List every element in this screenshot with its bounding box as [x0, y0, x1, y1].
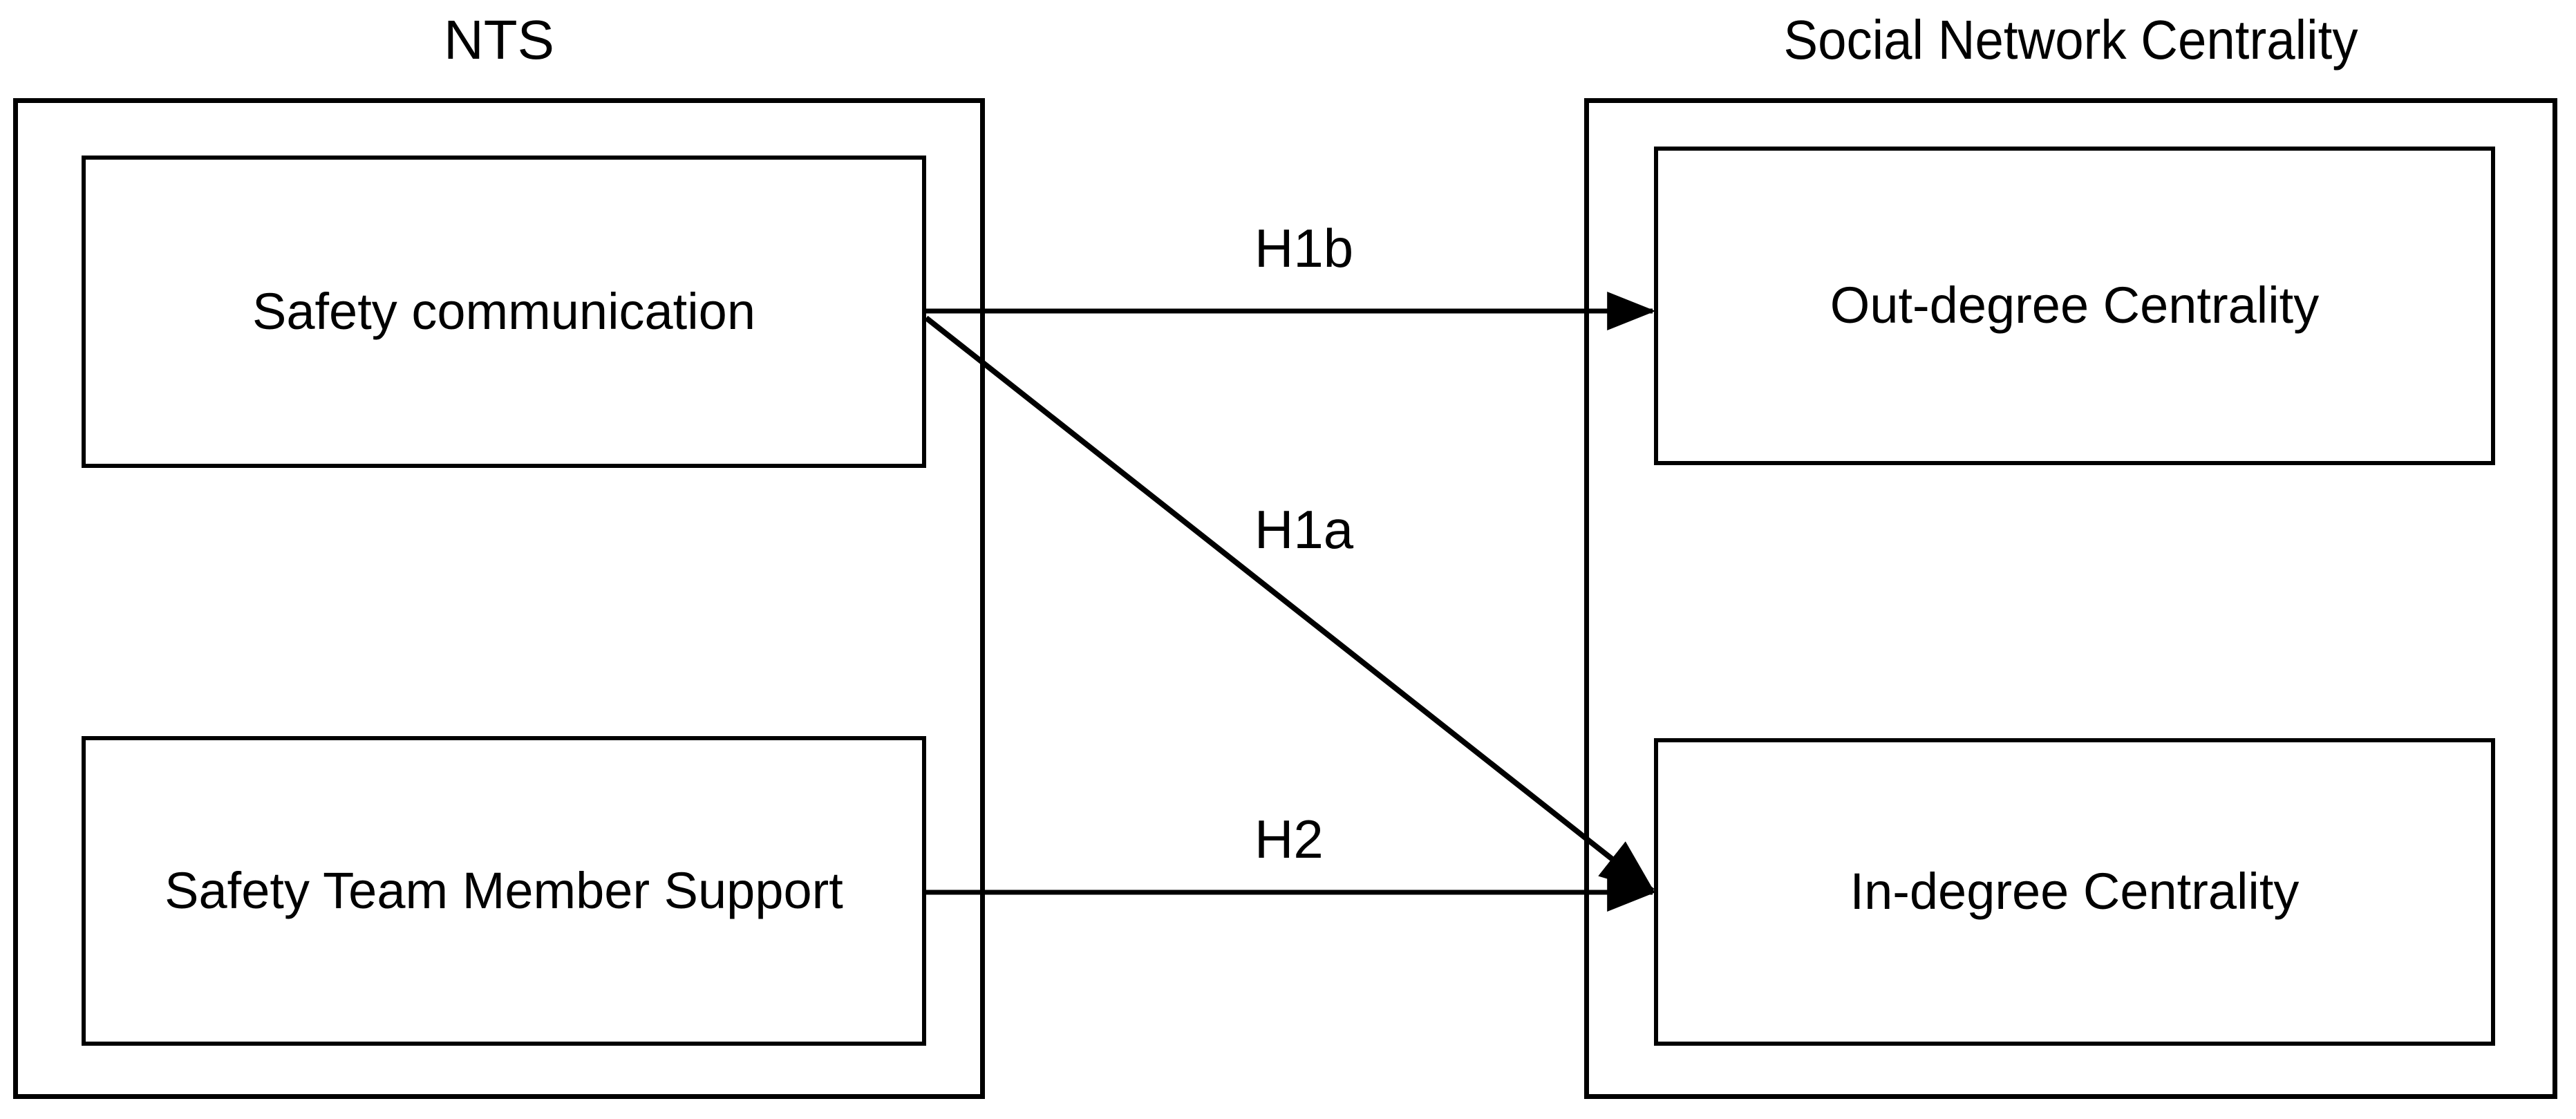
- concept-box-label-safety-team-member-support: Safety Team Member Support: [164, 861, 843, 919]
- concept-box-safety-communication[interactable]: Safety communication: [82, 156, 926, 468]
- concept-box-label-out-degree-centrality: Out-degree Centrality: [1830, 276, 2320, 335]
- group-title-nts: NTS: [444, 9, 554, 70]
- connector-h1a-arrow: [924, 315, 1655, 894]
- connector-label-h1b: H1b: [1254, 218, 1354, 279]
- concept-box-safety-team-member-support[interactable]: Safety Team Member Support: [82, 736, 926, 1046]
- connector-label-h1a: H1a: [1254, 499, 1354, 560]
- concept-box-in-degree-centrality[interactable]: In-degree Centrality: [1654, 738, 2495, 1046]
- group-title-social-network-centrality: Social Network Centrality: [1783, 9, 2358, 70]
- connector-label-h2: H2: [1254, 809, 1324, 869]
- concept-box-label-in-degree-centrality: In-degree Centrality: [1850, 863, 2300, 921]
- concept-box-out-degree-centrality[interactable]: Out-degree Centrality: [1654, 147, 2495, 465]
- concept-box-label-safety-communication: Safety communication: [252, 282, 755, 340]
